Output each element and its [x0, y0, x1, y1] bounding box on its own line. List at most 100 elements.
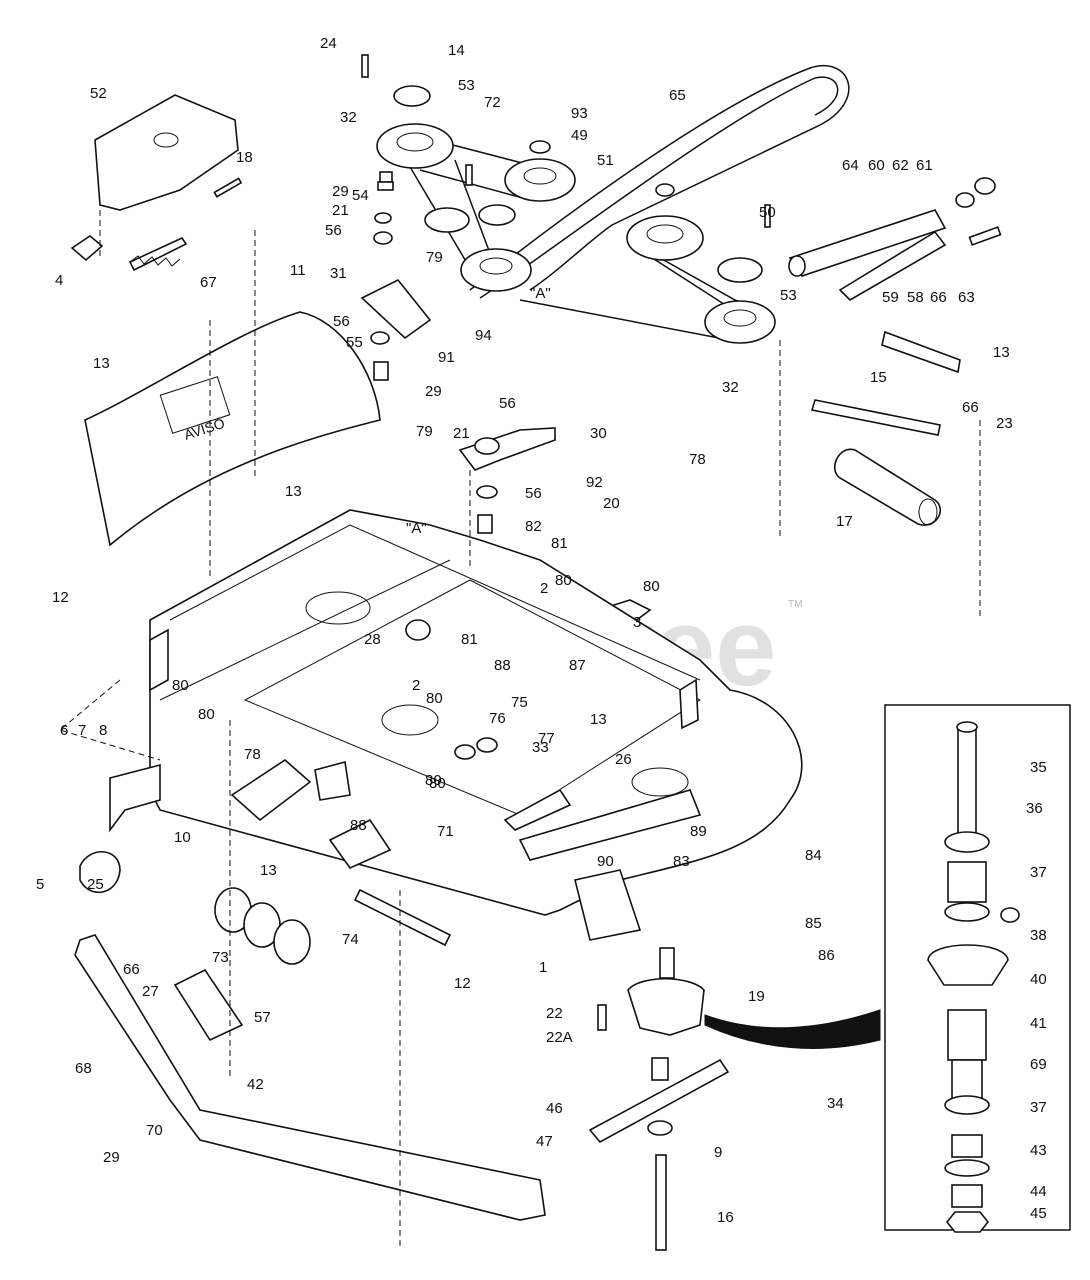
part-label-21: 21 — [453, 425, 470, 442]
part-label-91: 91 — [438, 349, 455, 366]
part-label-89: 89 — [690, 823, 707, 840]
part-label-28: 28 — [364, 631, 381, 648]
part-label-90: 90 — [597, 853, 614, 870]
part-label-60: 60 — [868, 157, 885, 174]
part-label-18: 18 — [236, 149, 253, 166]
front-baffle — [74, 934, 546, 1221]
part-label-80: 80 — [426, 690, 443, 707]
part-label-86: 86 — [818, 947, 835, 964]
part-label-25: 25 — [87, 876, 104, 893]
part-label-32: 32 — [340, 109, 357, 126]
part-label-85: 85 — [805, 915, 822, 932]
part-label-52: 52 — [90, 85, 107, 102]
part-label-81: 81 — [551, 535, 568, 552]
part-label-13: 13 — [285, 483, 302, 500]
part-label-73: 73 — [212, 949, 229, 966]
pulley-assembly — [361, 54, 850, 344]
part-label-31: 31 — [330, 265, 347, 282]
part-label-84: 84 — [805, 847, 822, 864]
part-label-64: 64 — [842, 157, 859, 174]
part-label-78: 78 — [689, 451, 706, 468]
part-label-76: 76 — [489, 710, 506, 727]
part-label-80: 80 — [555, 572, 572, 589]
part-label-50: 50 — [759, 204, 776, 221]
part-label-88: 88 — [494, 657, 511, 674]
part-label-56: 56 — [325, 222, 342, 239]
part-label-94: 94 — [475, 327, 492, 344]
part-label-5: 5 — [36, 876, 44, 893]
part-label-88: 88 — [350, 817, 367, 834]
part-label-80: 80 — [643, 578, 660, 595]
part-label-56: 56 — [333, 313, 350, 330]
part-label-53: 53 — [458, 77, 475, 94]
part-label-13: 13 — [993, 344, 1010, 361]
part-label-34: 34 — [827, 1095, 844, 1112]
part-label-24: 24 — [320, 35, 337, 52]
part-label-6: 6 — [60, 722, 68, 739]
part-label-51: 51 — [597, 152, 614, 169]
part-label-41: 41 — [1030, 1015, 1047, 1032]
part-label-40: 40 — [1030, 971, 1047, 988]
part-label-37: 37 — [1030, 864, 1047, 881]
part-label-38: 38 — [1030, 927, 1047, 944]
part-label-14: 14 — [448, 42, 465, 59]
part-label-29: 29 — [332, 183, 349, 200]
part-label-56: 56 — [525, 485, 542, 502]
spindle-exploded-view — [884, 704, 1071, 1233]
callout-a-label: "A" — [406, 520, 427, 537]
part-label-36: 36 — [1026, 800, 1043, 817]
part-label-83: 83 — [673, 853, 690, 870]
part-label-29: 29 — [103, 1149, 120, 1166]
part-label-4: 4 — [55, 272, 63, 289]
part-label-92: 92 — [586, 474, 603, 491]
belt-cover: AVISO — [70, 94, 381, 547]
part-label-74: 74 — [342, 931, 359, 948]
part-label-49: 49 — [571, 127, 588, 144]
part-label-32: 32 — [722, 379, 739, 396]
part-label-15: 15 — [870, 369, 887, 386]
part-label-80: 80 — [198, 706, 215, 723]
anti-scalp-wheels — [79, 763, 452, 1042]
idler-arms — [360, 212, 652, 626]
part-label-46: 46 — [546, 1100, 563, 1117]
part-label-17: 17 — [836, 513, 853, 530]
part-label-7: 7 — [78, 722, 86, 739]
part-label-16: 16 — [717, 1209, 734, 1226]
part-label-69: 69 — [1030, 1056, 1047, 1073]
assembly-guides — [58, 200, 981, 1250]
part-label-13: 13 — [93, 355, 110, 372]
part-label-47: 47 — [536, 1133, 553, 1150]
part-label-70: 70 — [146, 1122, 163, 1139]
part-label-75: 75 — [511, 694, 528, 711]
part-label-33: 33 — [532, 739, 549, 756]
callout-labels: "A" "A" — [406, 285, 551, 537]
part-label-12: 12 — [52, 589, 69, 606]
part-label-79: 79 — [416, 423, 433, 440]
part-label-66: 66 — [123, 961, 140, 978]
mower-deck — [149, 509, 803, 941]
part-label-22: 22 — [546, 1005, 563, 1022]
part-label-10: 10 — [174, 829, 191, 846]
part-label-11: 11 — [290, 262, 306, 279]
part-label-29: 29 — [425, 383, 442, 400]
part-label-26: 26 — [615, 751, 632, 768]
part-label-63: 63 — [958, 289, 975, 306]
part-label-1: 1 — [539, 959, 547, 976]
part-label-21: 21 — [332, 202, 349, 219]
part-label-45: 45 — [1030, 1205, 1047, 1222]
part-label-19: 19 — [748, 988, 765, 1005]
part-label-82: 82 — [525, 518, 542, 535]
part-label-66: 66 — [962, 399, 979, 416]
part-label-12: 12 — [454, 975, 471, 992]
part-label-72: 72 — [484, 94, 501, 111]
part-label-58: 58 — [907, 289, 924, 306]
part-label-55: 55 — [346, 334, 363, 351]
part-label-66: 66 — [930, 289, 947, 306]
spindle-and-blade — [588, 947, 881, 1251]
part-label-77: 77 — [538, 730, 555, 747]
part-label-80: 80 — [172, 677, 189, 694]
part-label-9: 9 — [714, 1144, 722, 1161]
part-label-87: 87 — [569, 657, 586, 674]
